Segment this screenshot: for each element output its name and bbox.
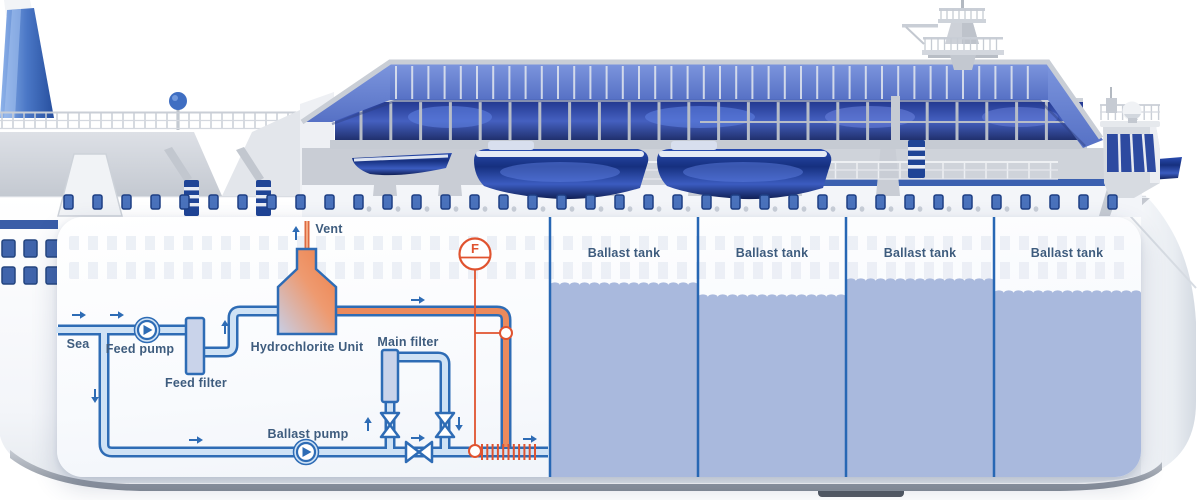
hull-windows-left — [1, 239, 60, 285]
vent-casing — [57, 153, 123, 217]
lifeboat — [474, 141, 649, 200]
ship-superstructure-left — [0, 0, 334, 217]
bulwark-details — [63, 194, 1118, 212]
ship-funnel — [0, 0, 54, 118]
davit-winch-right — [908, 140, 925, 178]
deck-stripe-left — [0, 220, 58, 229]
bridge-wing — [1099, 87, 1160, 216]
hull-bottom-band — [10, 450, 1162, 491]
treatment-diagram-panel — [57, 217, 1141, 477]
glass-roof — [300, 59, 1104, 148]
radar-ball-icon — [169, 92, 187, 110]
lifeboats — [352, 96, 1182, 200]
ship-mast — [902, 0, 1004, 70]
faint-hull-windows-row — [69, 262, 1129, 279]
deck-stripe-right — [790, 179, 1105, 186]
faint-hull-windows-row — [69, 236, 1129, 250]
lifeboat-small — [352, 153, 452, 176]
deck-block — [0, 132, 222, 196]
